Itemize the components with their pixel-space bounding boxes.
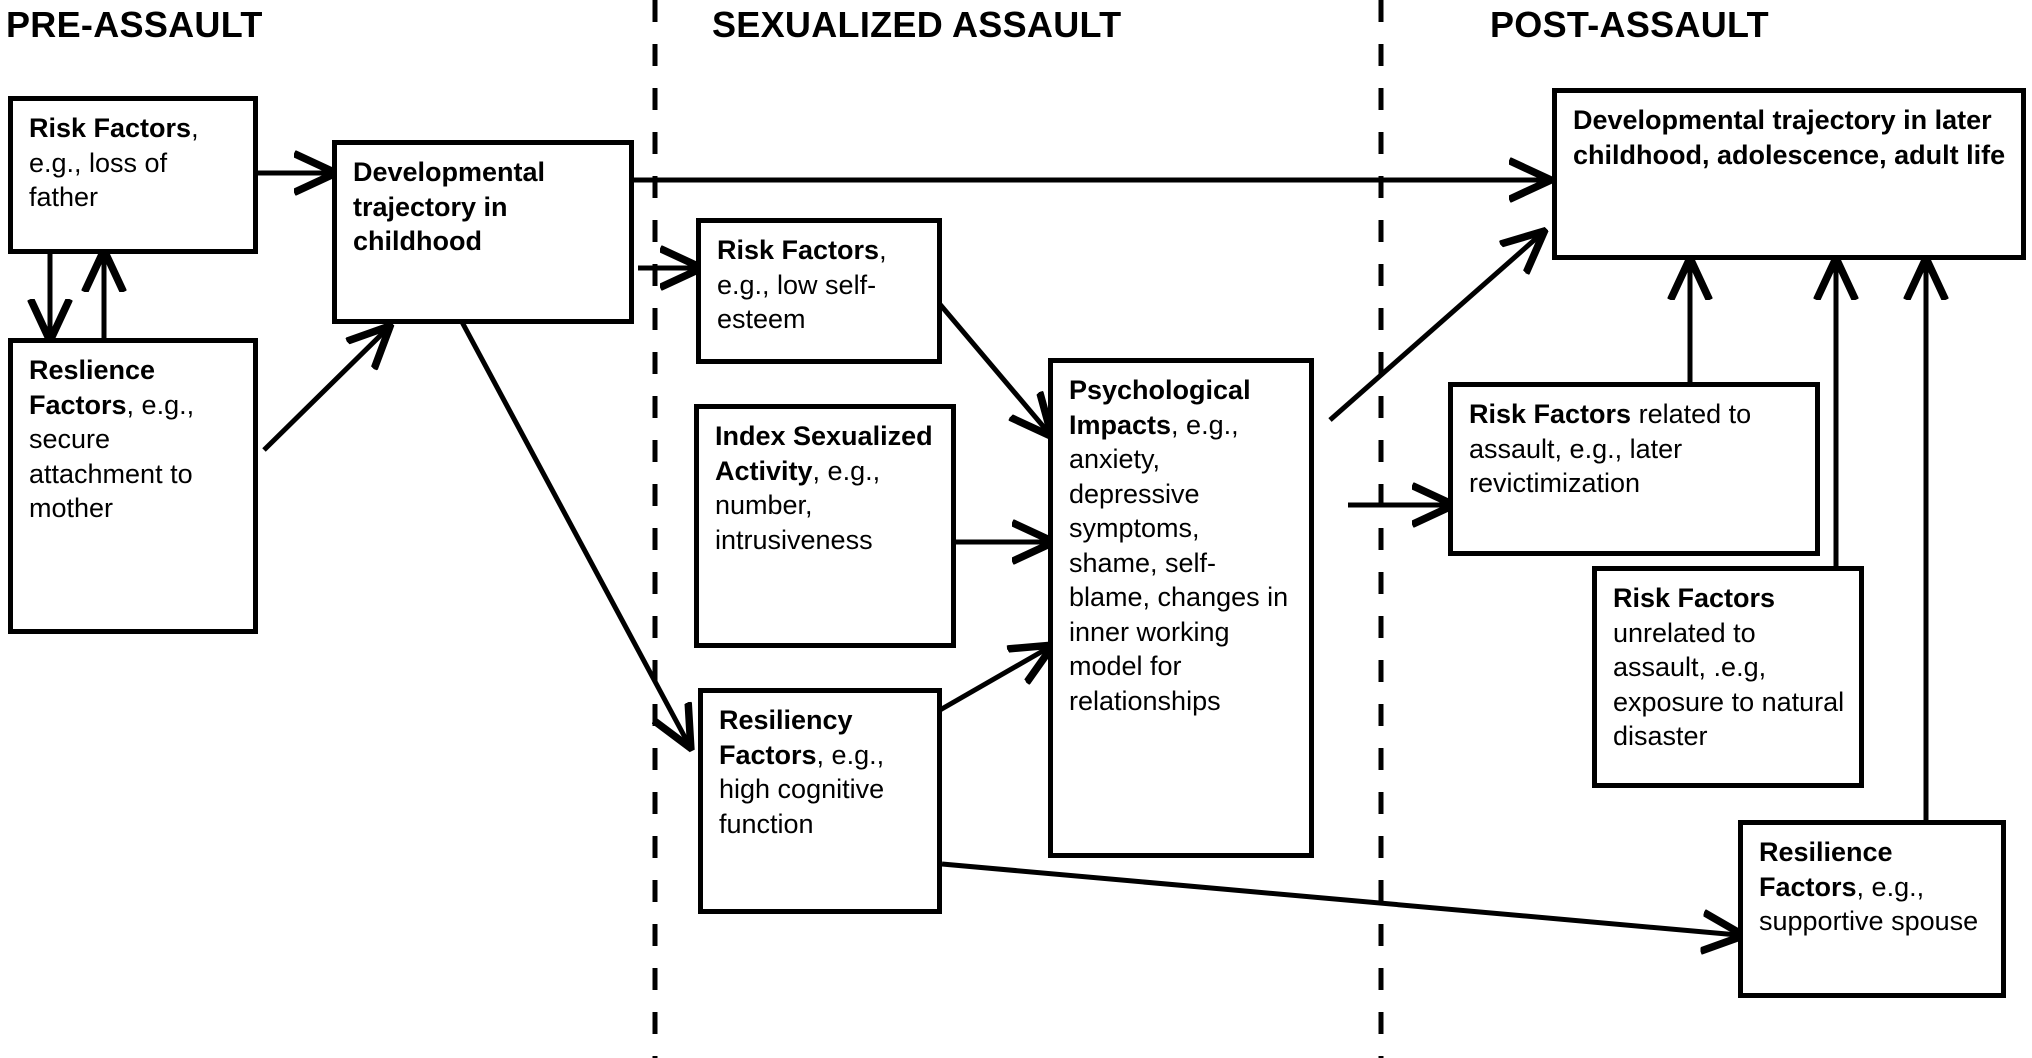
node-index-sexualized-activity-detail: , e.g., number, intrusiveness <box>715 455 881 555</box>
node-assault-resiliency-factors-detail: , e.g., high cognitive function <box>719 739 885 839</box>
node-assault-resiliency-factors-title: Resiliency Factors <box>719 705 853 770</box>
phase-title-sexualized-assault: SEXUALIZED ASSAULT <box>712 4 1122 45</box>
node-index-sexualized-activity[interactable]: Index Sexualized Activity, e.g., number,… <box>694 404 956 648</box>
node-pre-resilience-factors[interactable]: Reslience Factors, e.g., secure attachme… <box>8 338 258 634</box>
node-post-risk-unrelated[interactable]: Risk Factors unrelated to assault, .e.g,… <box>1592 566 1864 788</box>
edge-pre-resilience-to-dev-childhood <box>262 330 386 452</box>
node-post-resilience-factors-detail: , e.g., supportive spouse <box>1759 871 1979 937</box>
node-assault-resiliency-factors[interactable]: Resiliency Factors, e.g., high cognitive… <box>698 688 942 914</box>
node-psychological-impacts-detail: , e.g., anxiety, depressive symptoms, sh… <box>1069 409 1289 716</box>
node-post-risk-related[interactable]: Risk Factors related to assault, e.g., l… <box>1448 382 1820 556</box>
node-post-risk-related-detail: related to assault, e.g., later revictim… <box>1469 399 1752 499</box>
node-pre-risk-factors-title: Risk Factors <box>29 113 192 143</box>
edge-dev-childhood-to-resiliency <box>459 320 688 743</box>
node-assault-risk-factors-detail: , e.g., low self-esteem <box>717 235 887 335</box>
node-dev-trajectory-later[interactable]: Developmental trajectory in later childh… <box>1552 88 2026 260</box>
node-pre-resilience-factors-title: Reslience Factors <box>29 355 156 420</box>
edge-resiliency-to-post-resilience <box>941 861 1738 935</box>
node-post-risk-related-title: Risk Factors <box>1469 399 1632 429</box>
node-dev-trajectory-childhood-title: Developmental trajectory in childhood <box>353 157 546 257</box>
node-psychological-impacts-title: Psychological Impacts <box>1069 375 1251 440</box>
node-pre-risk-factors-detail: , e.g., loss of father <box>29 113 199 213</box>
node-post-resilience-factors[interactable]: Resilience Factors, e.g., supportive spo… <box>1738 820 2006 998</box>
node-post-risk-unrelated-detail: unrelated to assault, .e.g, exposure to … <box>1613 617 1845 752</box>
node-post-risk-unrelated-title: Risk Factors <box>1613 583 1776 613</box>
node-index-sexualized-activity-title: Index Sexualized Activity <box>715 421 933 486</box>
node-psychological-impacts[interactable]: Psychological Impacts, e.g., anxiety, de… <box>1048 358 1314 858</box>
phase-title-post-assault: POST-ASSAULT <box>1490 4 1769 45</box>
node-pre-risk-factors[interactable]: Risk Factors, e.g., loss of father <box>8 96 258 254</box>
node-post-resilience-factors-title: Resilience Factors <box>1759 837 1893 902</box>
node-assault-risk-factors-title: Risk Factors <box>717 235 880 265</box>
node-dev-trajectory-childhood[interactable]: Developmental trajectory in childhood <box>332 140 634 324</box>
node-assault-risk-factors[interactable]: Risk Factors, e.g., low self-esteem <box>696 218 942 364</box>
phase-title-pre-assault: PRE-ASSAULT <box>6 4 263 45</box>
node-pre-resilience-factors-detail: , e.g., secure attachment to mother <box>29 389 195 524</box>
node-dev-trajectory-later-title: Developmental trajectory in later childh… <box>1573 105 2006 170</box>
edge-resiliency-to-psych-impacts <box>938 648 1048 713</box>
